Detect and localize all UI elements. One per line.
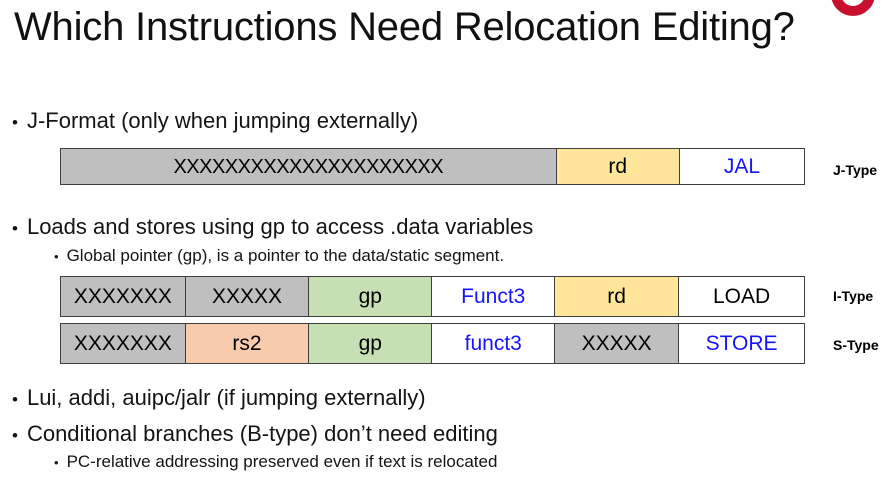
page-title: Which Instructions Need Relocation Editi… [14,5,795,49]
bullet-dot-icon: • [12,113,18,132]
bullet-dot-icon: • [54,249,59,264]
bullet-j-format: • J-Format (only when jumping externally… [12,108,418,134]
format-cell-jtype-0: XXXXXXXXXXXXXXXXXXXXX [61,149,557,184]
format-cell-itype-4: rd [555,277,680,316]
bullet-pc-relative: • PC-relative addressing preserved even … [54,452,497,472]
format-cell-stype-2: gp [309,324,433,363]
bullet-j-format-text: J-Format (only when jumping externally) [26,108,419,133]
type-label-jtype: J-Type [833,162,878,178]
bullet-global-pointer: • Global pointer (gp), is a pointer to t… [54,246,504,266]
format-cell-stype-3: funct3 [432,324,556,363]
bullet-dot-icon: • [12,219,18,238]
bullet-pc-relative-text: PC-relative addressing preserved even if… [66,452,498,471]
format-cell-stype-4: XXXXX [555,324,680,363]
format-cell-jtype-2: JAL [679,149,804,184]
format-cell-stype-5: STORE [679,324,804,363]
type-label-itype: I-Type [833,288,874,304]
bullet-loads-stores-text: Loads and stores using gp to access .dat… [26,214,534,239]
format-cell-stype-0: XXXXXXX [61,324,186,363]
format-cell-stype-1: rs2 [185,324,310,363]
bullet-conditional-branches: • Conditional branches (B-type) don’t ne… [12,421,498,447]
logo-mark-icon [831,0,875,16]
bullet-dot-icon: • [12,426,18,445]
bullet-lui-addi: • Lui, addi, auipc/jalr (if jumping exte… [12,385,426,411]
bullet-loads-stores: • Loads and stores using gp to access .d… [12,214,533,240]
bullet-lui-addi-text: Lui, addi, auipc/jalr (if jumping extern… [26,385,426,410]
format-cell-itype-2: gp [309,277,433,316]
bullet-global-pointer-text: Global pointer (gp), is a pointer to the… [66,246,505,265]
bullet-conditional-branches-text: Conditional branches (B-type) don’t need… [26,421,498,446]
bullet-dot-icon: • [54,455,59,470]
bullet-dot-icon: • [12,390,18,409]
format-cell-itype-3: Funct3 [432,277,556,316]
format-cell-itype-0: XXXXXXX [61,277,186,316]
format-cell-jtype-1: rd [556,149,680,184]
format-cell-itype-1: XXXXX [185,277,310,316]
type-label-stype: S-Type [833,337,879,353]
format-cell-itype-5: LOAD [679,277,804,316]
